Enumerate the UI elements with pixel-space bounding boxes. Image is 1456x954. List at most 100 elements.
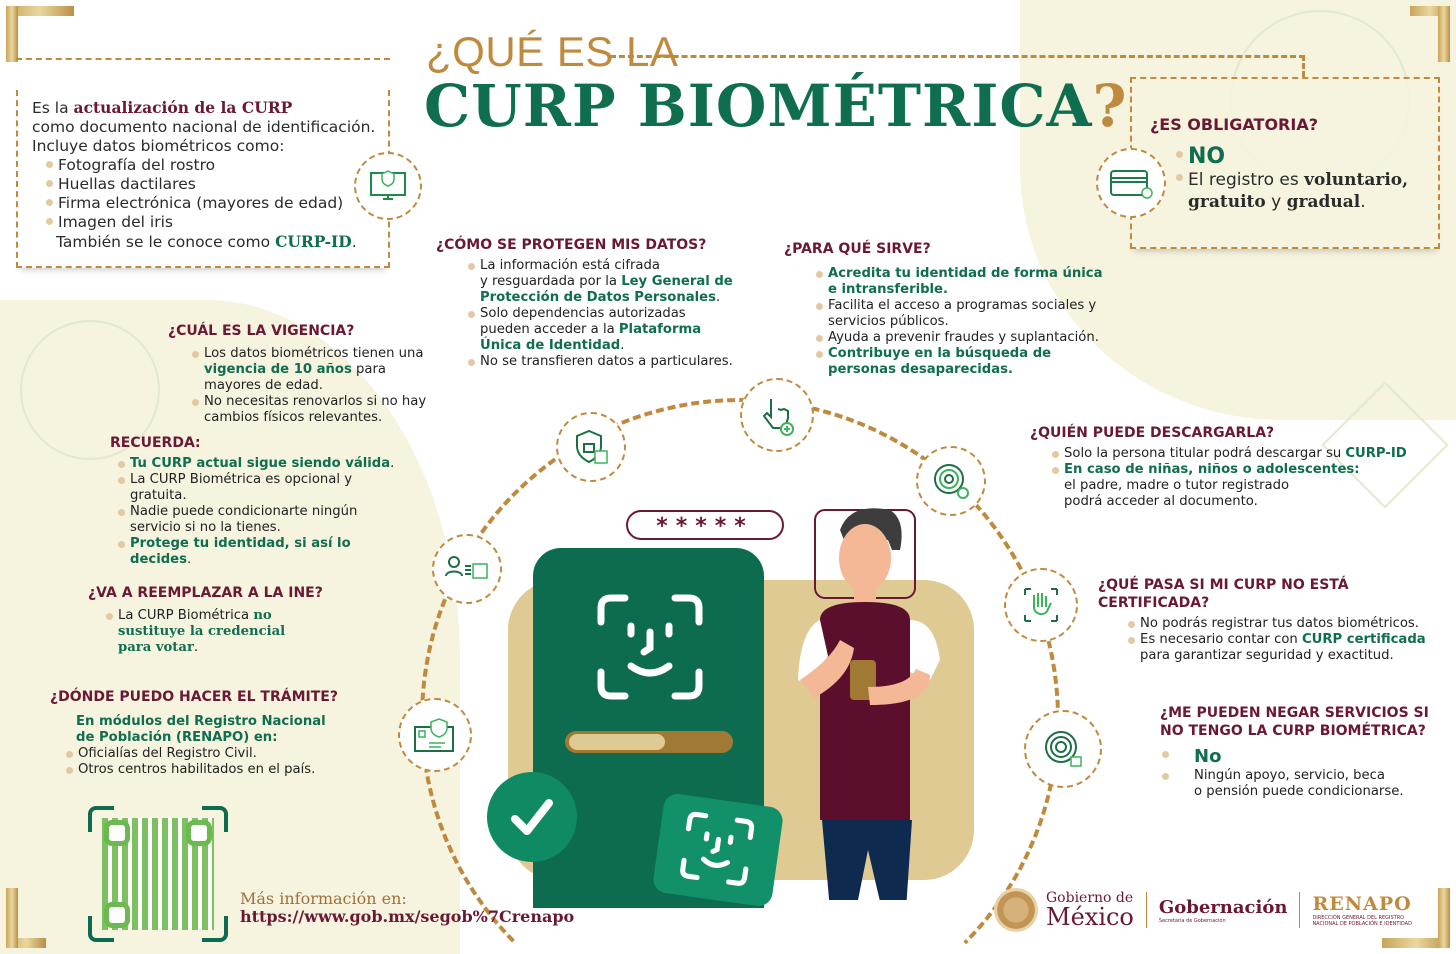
title-question: ¿QUÉ ES LA [426,28,679,75]
biometric-item: Firma electrónica (mayores de edad) [44,194,382,213]
touch-add-icon [740,378,814,452]
biometric-item: Huellas dactilares [44,175,382,194]
tramite-intro: En módulos del Registro Nacional de Pobl… [76,714,326,745]
logo-renapo: RENAPO DIRECCIÓN GENERAL DEL REGISTRO NA… [1312,893,1412,927]
logo-gobernacion: Gobernación Secretaría de Gobernación [1158,896,1288,924]
sirve-item: Acredita tu identidad de forma única e i… [814,266,1114,298]
title-question-mark: ? [1092,72,1128,140]
tramite-item: Otros centros habilitados en el país. [64,762,350,778]
document-lock-icon [398,698,472,772]
checkmark-icon [487,772,577,862]
vigencia-list: Los datos biométricos tienen una vigenci… [190,346,430,426]
certificada-list: No podrás registrar tus datos biométrico… [1126,616,1448,664]
title-dashed-line-vertical [1302,55,1305,77]
biometric-item: Imagen del iris [44,213,382,232]
negar-answer: No [1160,746,1430,768]
intro-line2: como documento nacional de identificació… [32,118,376,136]
descargar-list: Solo la persona titular podrá descargar … [1050,446,1430,510]
vigencia-item: No necesitas renovarlos si no hay cambio… [190,394,430,426]
section-proteccion: ¿CÓMO SE PROTEGEN MIS DATOS? La informac… [436,236,766,370]
card-fingerprint-icon [1096,148,1166,218]
face-id-badge [651,792,785,908]
curp-id-label: CURP-ID [275,232,352,251]
intro-aka: También se le conoce como CURP-ID. [56,232,357,251]
fingerprint-lock-icon [1024,710,1102,788]
certificada-heading: ¿QUÉ PASA SI MI CURP NO ESTÁ CERTIFICADA… [1098,577,1349,611]
title-main-text: CURP BIOMÉTRICA [424,72,1093,140]
obligatoria-heading: ¿ES OBLIGATORIA? [1150,115,1318,134]
gold-corner-top-left [0,0,74,62]
shield-lock-fingerprint-icon [556,412,626,482]
descargar-heading: ¿QUIÉN PUEDE DESCARGARLA? [1030,425,1275,441]
qr-code[interactable] [88,806,228,942]
monitor-fingerprint-icon [354,152,422,220]
ine-list: La CURP Biométrica no sustituye la crede… [104,608,304,656]
progress-bar [565,731,733,753]
intro-highlight: actualización de la CURP [73,98,293,117]
hand-scan-icon [1004,568,1078,642]
more-info-label: Más información en: [240,889,407,908]
sirve-item: Ayuda a prevenir fraudes y suplantación. [814,330,1114,346]
page-title: CURP BIOMÉTRICA? [424,72,1127,140]
biometric-list: Fotografía del rostro Huellas dactilares… [44,156,382,232]
gold-corner-bottom-left [0,888,46,954]
government-logos: Gobierno de México Gobernación Secretarí… [994,885,1422,935]
sirve-item: Contribuye en la búsqueda de personas de… [814,346,1114,378]
person-illustration [798,508,940,900]
sirve-heading: ¿PARA QUÉ SIRVE? [784,241,931,257]
circuit-decoration [20,320,160,460]
fingerprint-refresh-icon [916,446,986,516]
biometric-item: Fotografía del rostro [44,156,382,175]
section-vigencia: ¿CUÁL ES LA VIGENCIA? Los datos biométri… [168,322,438,426]
section-recuerda: RECUERDA: Tu CURP actual sigue siendo vá… [110,434,410,568]
qr-eye [104,902,130,928]
logo-divider [1145,892,1147,928]
proteccion-item: Solo dependencias autorizadas pueden acc… [466,306,736,354]
title-dashed-line [610,55,1305,58]
tramite-item: Oficialías del Registro Civil. [64,746,350,762]
vigencia-heading: ¿CUÁL ES LA VIGENCIA? [168,323,355,339]
obligatoria-list: NO El registro es voluntario,gratuito y … [1174,146,1434,213]
section-para-que-sirve: ¿PARA QUÉ SIRVE? Acredita tu identidad d… [784,240,1124,378]
section-certificada: ¿QUÉ PASA SI MI CURP NO ESTÁ CERTIFICADA… [1098,576,1448,664]
recuerda-list: Tu CURP actual sigue siendo válida. La C… [116,456,396,568]
ine-item: La CURP Biométrica no sustituye la crede… [104,608,304,656]
sirve-list: Acredita tu identidad de forma única e i… [814,266,1114,378]
gold-corner-bottom-right [1382,888,1456,954]
tramite-list: Oficialías del Registro Civil. Otros cen… [64,746,350,778]
obligatoria-text: El registro es voluntario,gratuito y gra… [1174,169,1434,213]
certificada-item: No podrás registrar tus datos biométrico… [1126,616,1448,632]
logo-gobierno-de-mexico: Gobierno de México [1046,890,1134,931]
gold-corner-top-right [1410,0,1456,62]
intro-line1: Es la actualización de la CURP [32,98,293,117]
qr-eye [186,820,212,846]
obligatoria-answer: NO [1174,146,1434,169]
more-info-link[interactable]: https://www.gob.mx/segob%7Crenapo [240,907,575,926]
descargar-item: Solo la persona titular podrá descargar … [1050,446,1430,462]
intro-line3: Incluye datos biométricos como: [32,137,285,155]
recuerda-item: Nadie puede condicionarte ningún servici… [116,504,396,536]
recuerda-item: La CURP Biométrica es opcional y gratuit… [116,472,396,504]
certificada-item: Es necesario contar con CURP certificada… [1126,632,1448,664]
section-descargar: ¿QUIÉN PUEDE DESCARGARLA? Solo la person… [1030,424,1430,510]
intro-box-top-dash [16,58,390,60]
proteccion-item: No se transfieren datos a particulares. [466,354,736,370]
logo-divider [1299,892,1301,928]
user-fingerprint-icon [432,534,502,604]
recuerda-item: Protege tu identidad, si así lo decides. [116,536,396,568]
progress-fill [569,734,665,750]
face-id-icon [597,594,703,700]
section-ine: ¿VA A REEMPLAZAR A LA INE? La CURP Biomé… [88,584,348,656]
descargar-item: En caso de niñas, niños o adolescentes:e… [1050,462,1430,510]
tramite-heading: ¿DÓNDE PUEDO HACER EL TRÁMITE? [50,689,338,705]
proteccion-heading: ¿CÓMO SE PROTEGEN MIS DATOS? [436,237,707,253]
intro-text: Es la actualización de la CURP como docu… [32,98,382,252]
qr-eye [104,820,130,846]
national-seal-icon [994,888,1038,932]
vigencia-item: Los datos biométricos tienen una vigenci… [190,346,430,394]
